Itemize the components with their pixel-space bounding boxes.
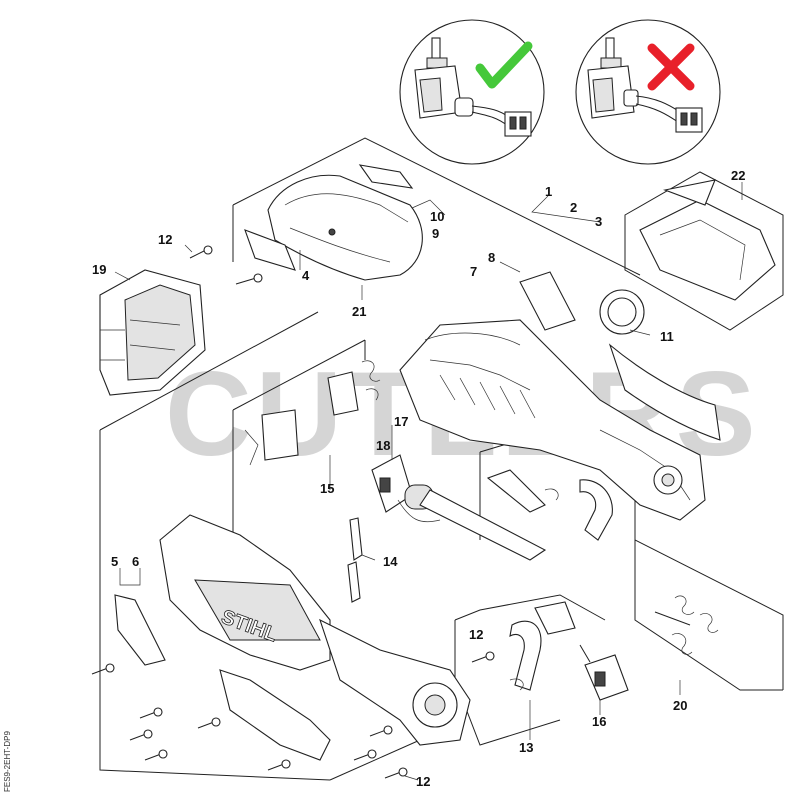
- detail-incorrect: [575, 19, 721, 165]
- screw-icon: [144, 749, 168, 761]
- callout-10: 10: [430, 209, 444, 224]
- detail-correct: [399, 19, 545, 165]
- check-mark-icon: [475, 41, 533, 89]
- callout-13: 13: [519, 740, 533, 755]
- part-15-contacts: [244, 360, 381, 466]
- cross-mark-icon: [647, 43, 695, 91]
- screw-icon: [91, 663, 115, 675]
- image-code: FES9-2EHT-DP9: [3, 731, 12, 792]
- callout-12-bottom: 12: [416, 774, 430, 789]
- callout-14: 14: [383, 554, 398, 569]
- part-14-levers: [347, 517, 363, 603]
- screw-icon: [197, 717, 221, 729]
- screw-icon: [139, 707, 163, 719]
- callout-22: 22: [731, 168, 745, 183]
- callout-16: 16: [592, 714, 606, 729]
- callout-15: 15: [320, 481, 334, 496]
- part-19-housing: [99, 269, 206, 396]
- part-16-switch: [579, 644, 629, 701]
- callout-21: 21: [352, 304, 366, 319]
- callout-6: 6: [132, 554, 139, 569]
- callout-5: 5: [111, 554, 118, 569]
- screw-icon: [235, 273, 263, 285]
- callout-4: 4: [302, 268, 310, 283]
- screw-icon: [369, 725, 393, 737]
- callout-18: 18: [376, 438, 390, 453]
- screw-icon: [471, 651, 495, 663]
- part-22-guard: [639, 179, 776, 301]
- part-main-chassis: [399, 319, 706, 521]
- frame-lines: [99, 137, 784, 781]
- screw-icon: [129, 729, 153, 741]
- screw-icon: [384, 767, 408, 779]
- callout-17: 17: [394, 414, 408, 429]
- part-right-lever: [608, 343, 721, 441]
- screw-icon: [189, 245, 213, 259]
- callout-8: 8: [488, 250, 495, 265]
- callout-11: 11: [660, 329, 674, 344]
- screw-icon: [267, 759, 291, 771]
- leader-lines: [114, 182, 743, 781]
- part-upper-cover: [267, 164, 423, 281]
- part-13-clip: [509, 601, 576, 691]
- callout-3: 3: [595, 214, 602, 229]
- callout-1: 1: [545, 184, 552, 199]
- part-4-pad: [244, 229, 296, 271]
- part-right-mid: [486, 469, 613, 541]
- callout-19: 19: [92, 262, 106, 277]
- part-17-18-switch: [371, 454, 547, 561]
- callout-12-mid: 12: [469, 627, 483, 642]
- part-7-8-plate: [519, 271, 576, 331]
- part-11-ring: [599, 289, 645, 335]
- callout-labels: 1 2 3 10 9 22 12 19 4 8 7 21 11 17 18 15…: [92, 168, 745, 789]
- callout-12-top: 12: [158, 232, 172, 247]
- callout-20: 20: [673, 698, 687, 713]
- callout-9: 9: [432, 226, 439, 241]
- part-20-springs: [654, 595, 719, 655]
- callout-7: 7: [470, 264, 477, 279]
- part-5-6-pad: [114, 594, 166, 666]
- part-lower-housing: STIHL: [159, 514, 471, 746]
- screw-icon: [353, 749, 377, 761]
- part-lower-grip: [219, 669, 331, 761]
- callout-2: 2: [570, 200, 577, 215]
